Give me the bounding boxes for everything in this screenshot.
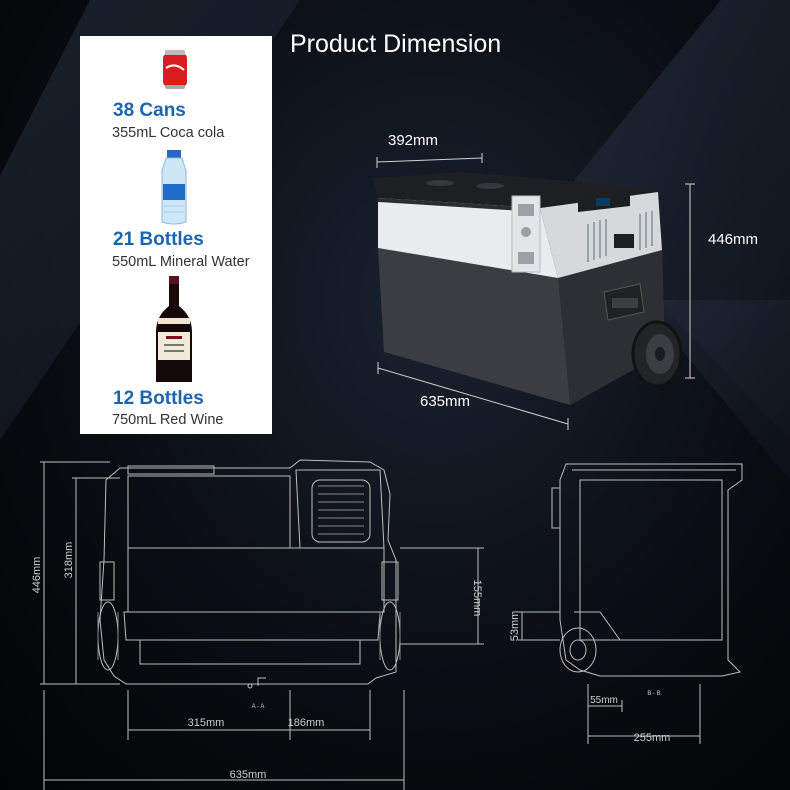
product-height-label: 446mm bbox=[708, 231, 759, 248]
water-bottle-icon bbox=[161, 150, 187, 225]
left-length-label: 315mm bbox=[188, 717, 225, 729]
water-description: 550mL Mineral Water bbox=[112, 254, 250, 270]
overall-length-label: 635mm bbox=[230, 769, 267, 781]
wine-bottle-icon bbox=[156, 276, 192, 382]
inner-height-label: 318mm bbox=[63, 542, 75, 579]
cans-description: 355mL Coca cola bbox=[112, 125, 225, 141]
side-height-label: 53mm bbox=[509, 611, 521, 642]
front-view-drawing bbox=[40, 459, 484, 790]
wine-count: 12 Bottles bbox=[113, 388, 204, 409]
fridge-body bbox=[372, 172, 683, 405]
section-a-label: A - A bbox=[252, 704, 265, 710]
side-width-label: 255mm bbox=[634, 732, 671, 744]
length-dimension-line bbox=[377, 362, 569, 430]
side-view-drawing bbox=[518, 463, 743, 744]
section-b-label: B - B bbox=[647, 691, 660, 697]
front-height-label: 446mm bbox=[31, 557, 43, 594]
height-dimension-line bbox=[685, 183, 695, 379]
wine-description: 750mL Red Wine bbox=[112, 412, 224, 428]
product-length-label: 635mm bbox=[420, 393, 471, 410]
cans-count: 38 Cans bbox=[113, 100, 186, 121]
vent-grille bbox=[587, 211, 653, 262]
page-title: Product Dimension bbox=[290, 30, 502, 58]
product-width-label: 392mm bbox=[388, 132, 439, 149]
mid-length-label: 186mm bbox=[288, 717, 325, 729]
right-height-label: 155mm bbox=[471, 580, 483, 617]
capacity-card: 38 Cans 355mL Coca cola 21 Bottles 550mL… bbox=[80, 36, 272, 434]
water-count: 21 Bottles bbox=[113, 229, 204, 250]
side-small-label: 55mm bbox=[590, 695, 618, 706]
drawing-labels: 446mm 318mm 155mm 315mm 186mm 635mm A - … bbox=[31, 542, 670, 781]
capacity-icons bbox=[156, 50, 192, 382]
soda-can-icon bbox=[163, 50, 187, 89]
width-dimension-line bbox=[376, 153, 483, 168]
